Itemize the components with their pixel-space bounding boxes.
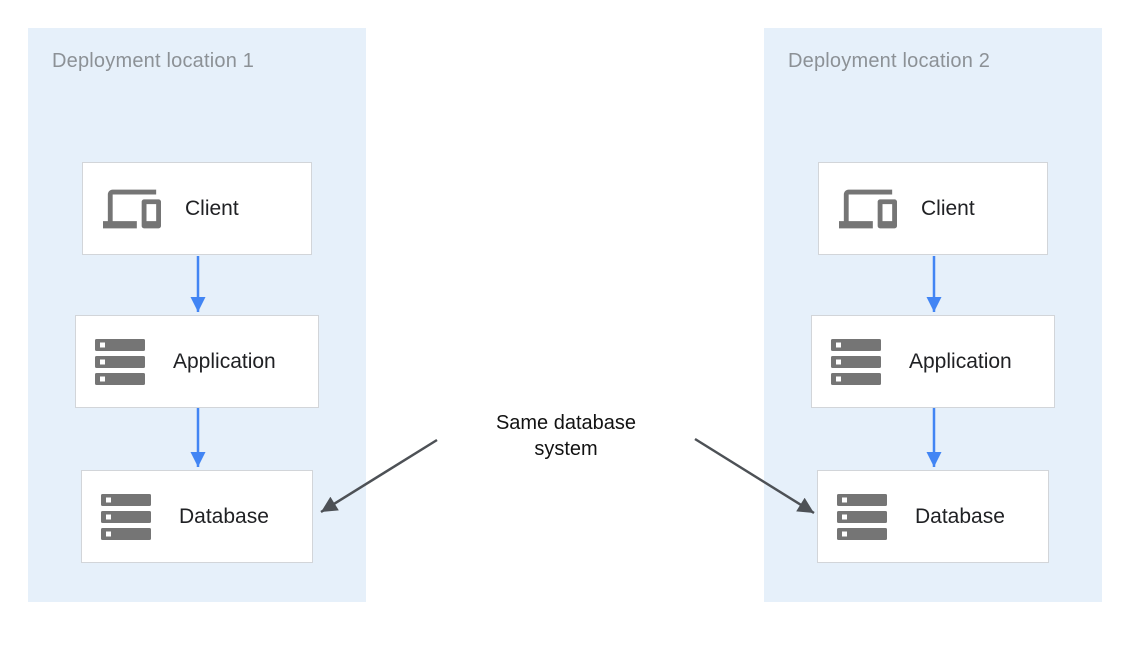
server-stack-icon bbox=[95, 338, 145, 385]
panel-title: Deployment location 2 bbox=[788, 50, 991, 72]
node-label: Application bbox=[173, 349, 276, 373]
node-application: Application bbox=[75, 315, 319, 408]
node-label: Client bbox=[921, 196, 975, 220]
annotation-label: Same database system bbox=[446, 410, 686, 462]
server-stack-icon bbox=[831, 338, 881, 385]
node-label: Application bbox=[909, 349, 1012, 373]
deployment-location-2-panel: Deployment location 2 Client bbox=[764, 28, 1102, 602]
node-database: Database bbox=[81, 470, 313, 563]
server-stack-icon bbox=[101, 493, 151, 540]
node-database: Database bbox=[817, 470, 1049, 563]
node-client: Client bbox=[82, 162, 312, 255]
devices-icon bbox=[838, 180, 898, 238]
devices-icon bbox=[102, 180, 162, 238]
annotation-label-line1: Same database bbox=[495, 412, 637, 434]
node-label: Database bbox=[915, 504, 1005, 528]
deployment-location-1-panel: Deployment location 1 Client bbox=[28, 28, 366, 602]
node-client: Client bbox=[818, 162, 1048, 255]
node-label: Database bbox=[179, 504, 269, 528]
node-label: Client bbox=[185, 196, 239, 220]
server-stack-icon bbox=[837, 493, 887, 540]
node-application: Application bbox=[811, 315, 1055, 408]
annotation-label-line2: system bbox=[534, 438, 598, 460]
panel-title: Deployment location 1 bbox=[52, 50, 255, 72]
